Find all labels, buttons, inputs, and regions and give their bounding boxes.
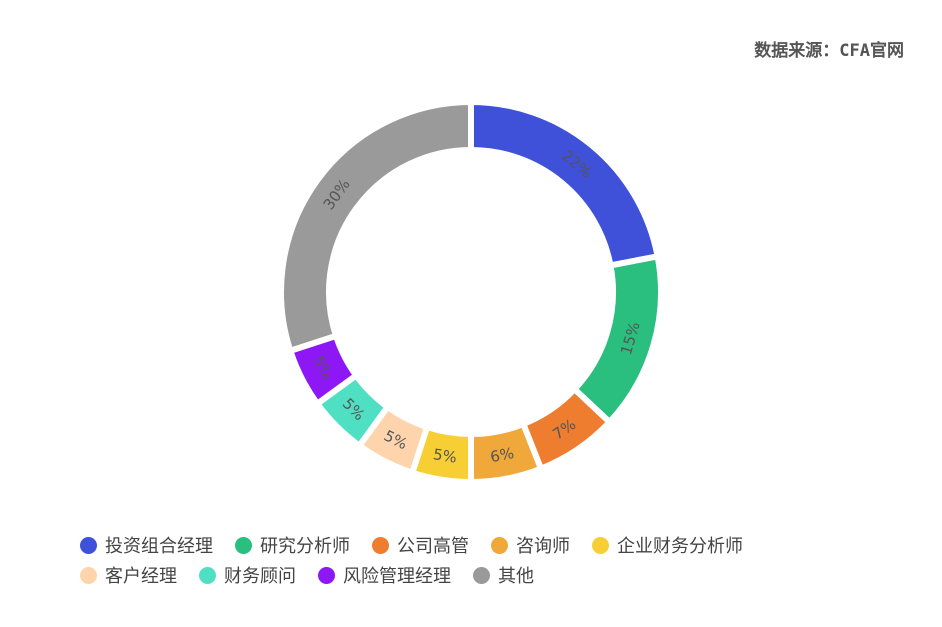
- legend-item[interactable]: 咨询师: [491, 532, 570, 558]
- legend-item[interactable]: 公司高管: [372, 532, 469, 558]
- legend-item[interactable]: 企业财务分析师: [592, 532, 743, 558]
- legend-marker-icon: [473, 566, 490, 584]
- donut-chart: 22%15%7%6%5%5%5%5%30%: [278, 99, 664, 482]
- legend-item[interactable]: 研究分析师: [235, 532, 350, 558]
- legend-label: 其他: [498, 566, 534, 587]
- legend-marker-icon: [592, 536, 609, 554]
- slice-0[interactable]: [468, 99, 661, 269]
- source-note: 数据来源：CFA官网: [754, 41, 904, 61]
- legend-marker-icon: [80, 536, 97, 554]
- legend-label: 投资组合经理: [105, 536, 213, 557]
- slice-label: 5%: [432, 445, 458, 467]
- legend-label: 客户经理: [105, 566, 177, 587]
- legend-marker-icon: [491, 536, 508, 554]
- legend-label: 风险管理经理: [343, 566, 451, 587]
- legend-label: 财务顾问: [224, 566, 296, 587]
- legend-label: 研究分析师: [260, 536, 350, 557]
- legend-label: 企业财务分析师: [617, 536, 743, 557]
- legend-marker-icon: [318, 566, 335, 584]
- slice-1[interactable]: [571, 253, 664, 426]
- slice-label: 6%: [489, 444, 516, 466]
- legend-marker-icon: [372, 536, 389, 554]
- legend-item[interactable]: 风险管理经理: [318, 562, 451, 588]
- legend-marker-icon: [80, 566, 97, 584]
- legend-item[interactable]: 其他: [473, 562, 534, 588]
- legend-item[interactable]: 财务顾问: [199, 562, 296, 588]
- legend-label: 公司高管: [397, 536, 469, 557]
- legend-item[interactable]: 客户经理: [80, 562, 177, 588]
- legend-marker-icon: [235, 536, 252, 554]
- legend-label: 咨询师: [516, 536, 570, 557]
- legend-marker-icon: [199, 566, 216, 584]
- legend: 投资组合经理 研究分析师 公司高管 咨询师 企业财务分析师 客户经理 财务顾问 风险管理经理…: [80, 530, 880, 590]
- slice-8[interactable]: [278, 99, 474, 354]
- legend-item[interactable]: 投资组合经理: [80, 532, 213, 558]
